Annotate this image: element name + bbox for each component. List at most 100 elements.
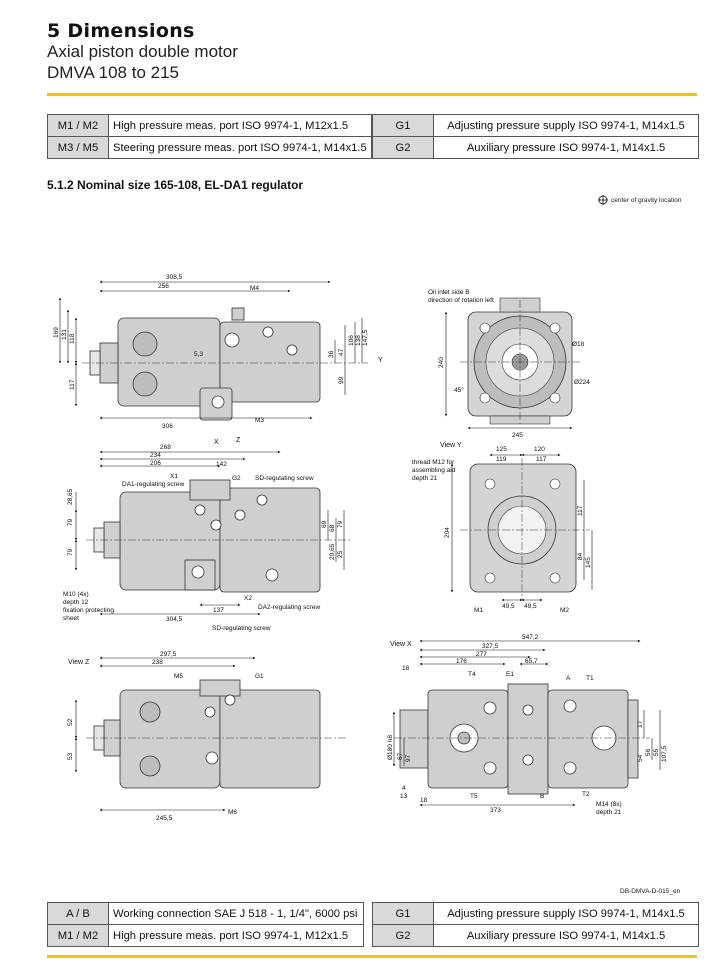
dim-label: 36	[328, 350, 335, 358]
dim-label: 306	[162, 423, 173, 430]
port-label: B	[540, 793, 544, 800]
dim-label: 79	[337, 520, 344, 528]
dim-label: 28,65	[67, 488, 74, 505]
port-label: T2	[582, 791, 590, 798]
port-label: G2	[232, 475, 241, 482]
dim-label: 79	[67, 548, 74, 556]
dim-label: 304,5	[166, 616, 183, 623]
dim-label: 49,5	[502, 603, 515, 610]
port-description: Working connection SAE J 518 - 1, 1/4", …	[108, 902, 364, 925]
port-label: M3	[255, 417, 264, 424]
table-row: M1 / M2 High pressure meas. port ISO 997…	[47, 924, 364, 947]
dim-label: 206	[150, 460, 161, 467]
port-code: M1 / M2	[47, 924, 109, 947]
view-y: View Y thread M12 for assembling aid dep…	[412, 442, 593, 614]
dim-label: 277	[476, 651, 487, 658]
table-row: G2 Auxiliary pressure ISO 9974-1, M14x1.…	[372, 924, 699, 947]
view-z: View Z 297,5 238 M5 G1 245,5 M6 52 53	[67, 651, 346, 822]
front-view: Oil inlet side B direction of rotation l…	[428, 289, 590, 439]
callout-label: SD-regulating screw	[212, 625, 271, 632]
dim-label: 118	[69, 333, 76, 344]
dim-label: 268	[160, 444, 171, 451]
dim-label: 131	[61, 329, 68, 340]
header-accent-bar	[47, 93, 697, 96]
page-subtitle-line1: Axial piston double motor	[47, 42, 238, 61]
port-label: G1	[255, 673, 264, 680]
dim-label: 55	[653, 748, 660, 756]
dim-label: Ø224	[574, 379, 590, 386]
dim-label: 97	[405, 754, 412, 762]
page-title: 5 Dimensions	[47, 20, 195, 42]
note-label: M14 (8x)	[596, 801, 622, 808]
dim-label: 25	[337, 550, 344, 558]
document-id: DB-DMVA-D-015_en	[620, 888, 681, 895]
callout-label: SD-regulating screw	[255, 475, 314, 482]
port-description: Adjusting pressure supply ISO 9974-1, M1…	[433, 114, 699, 137]
view-direction-label: X	[214, 439, 219, 446]
dim-label: 84	[577, 552, 584, 560]
dim-label: 47	[338, 348, 345, 356]
center-of-gravity-icon	[598, 195, 608, 205]
dim-label: 245	[512, 432, 523, 439]
view-x: View X 547,2 327,5 277 176 65,7 18 T4 E1…	[387, 634, 668, 816]
dim-label: 106	[348, 335, 355, 346]
dim-label: 53	[67, 752, 74, 760]
top-view-regulator: 268 234 206 142 X1 DA1-regulating screw …	[63, 437, 352, 632]
dim-label: 204	[444, 527, 451, 538]
dim-label: 54	[637, 754, 644, 762]
port-label: T4	[468, 671, 476, 678]
note-label: assembling aid	[412, 467, 456, 474]
section-heading: 5.1.2 Nominal size 165-108, EL-DA1 regul…	[47, 178, 304, 192]
port-code: M1 / M2	[47, 114, 109, 137]
bottom-ports-table-right: G1 Adjusting pressure supply ISO 9974-1,…	[372, 902, 699, 947]
dim-label: Ø180 h8	[387, 735, 394, 760]
table-row: M3 / M5 Steering pressure meas. port ISO…	[47, 136, 372, 159]
dim-label: 117	[577, 505, 584, 516]
dim-label: 234	[150, 452, 161, 459]
view-title: View Y	[440, 442, 462, 449]
dim-label: 308,5	[166, 274, 183, 281]
port-label: M2	[560, 607, 569, 614]
table-row: G2 Auxiliary pressure ISO 9974-1, M14x1.…	[372, 136, 699, 159]
view-direction-label: Y	[378, 357, 383, 364]
page-subtitle-line2: DMVA 108 to 215	[47, 63, 179, 82]
dim-label: 49,5	[524, 603, 537, 610]
dim-label: 67	[397, 752, 404, 760]
dim-label: 176	[456, 658, 467, 665]
dim-label: 18	[402, 665, 410, 672]
port-label: A	[566, 675, 571, 682]
table-row: A / B Working connection SAE J 518 - 1, …	[47, 902, 364, 925]
port-label: X1	[170, 473, 178, 480]
dim-label: 245,5	[156, 815, 173, 822]
dim-label: 52	[67, 718, 74, 726]
port-description: Steering pressure meas. port ISO 9974-1,…	[108, 136, 372, 159]
dim-label: 147,5	[362, 329, 369, 346]
dim-label: 169	[53, 327, 60, 338]
dim-label: 240	[438, 357, 445, 368]
port-description: High pressure meas. port ISO 9974-1, M12…	[108, 924, 364, 947]
dim-label: 256	[158, 283, 169, 290]
cog-legend: center of gravity location	[598, 195, 681, 205]
dim-label: 20,65	[329, 543, 336, 560]
table-row: G1 Adjusting pressure supply ISO 9974-1,…	[372, 902, 699, 925]
note-label: depth 21	[412, 475, 438, 482]
top-ports-table-left: M1 / M2 High pressure meas. port ISO 997…	[47, 114, 372, 159]
dim-label: 5,3	[194, 351, 203, 358]
dim-label: 69	[321, 520, 328, 528]
port-label: M5	[174, 673, 183, 680]
note-label: Oil inlet side B	[428, 289, 470, 296]
note-label: M10 (4x)	[63, 591, 89, 598]
bottom-ports-table-left: A / B Working connection SAE J 518 - 1, …	[47, 902, 364, 947]
dim-label: 138	[355, 335, 362, 346]
dim-label: 125	[496, 446, 507, 453]
note-label: depth 21	[596, 809, 622, 816]
dim-label: 117	[69, 379, 76, 390]
table-row: M1 / M2 High pressure meas. port ISO 997…	[47, 114, 372, 137]
dim-label: 18	[420, 797, 428, 804]
dim-label: 17	[637, 720, 644, 728]
port-code: G2	[372, 924, 434, 947]
dim-label: 65,7	[525, 658, 538, 665]
dim-label: 238	[152, 659, 163, 666]
dim-label: Ø18	[572, 341, 585, 348]
